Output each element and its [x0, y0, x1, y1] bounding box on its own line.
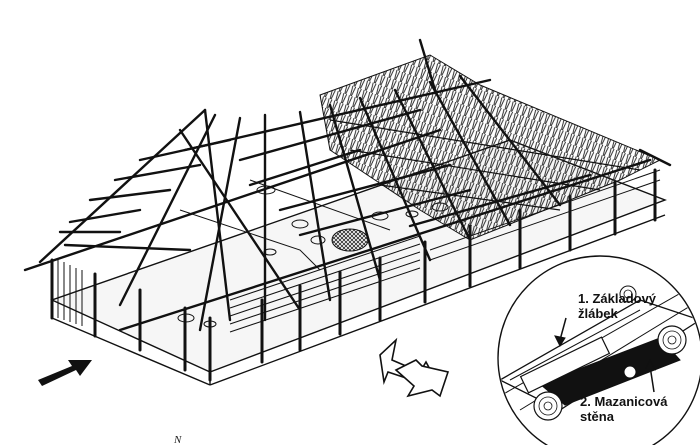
foundation-trench-label-line1: 1. Základový	[578, 291, 657, 306]
north-mark: N	[174, 434, 182, 446]
foundation-trench-label-line2: žlábek	[578, 306, 618, 321]
entrance-arrow-icon	[38, 360, 92, 386]
daub-wall-label-line2: stěna	[580, 409, 614, 424]
wall-posts	[50, 168, 657, 382]
roof-frame	[23, 38, 672, 332]
detail-inset	[497, 255, 700, 445]
daub-wall-label-line1: 2. Mazanicová	[580, 394, 668, 409]
north-arrow-icon	[379, 337, 450, 398]
